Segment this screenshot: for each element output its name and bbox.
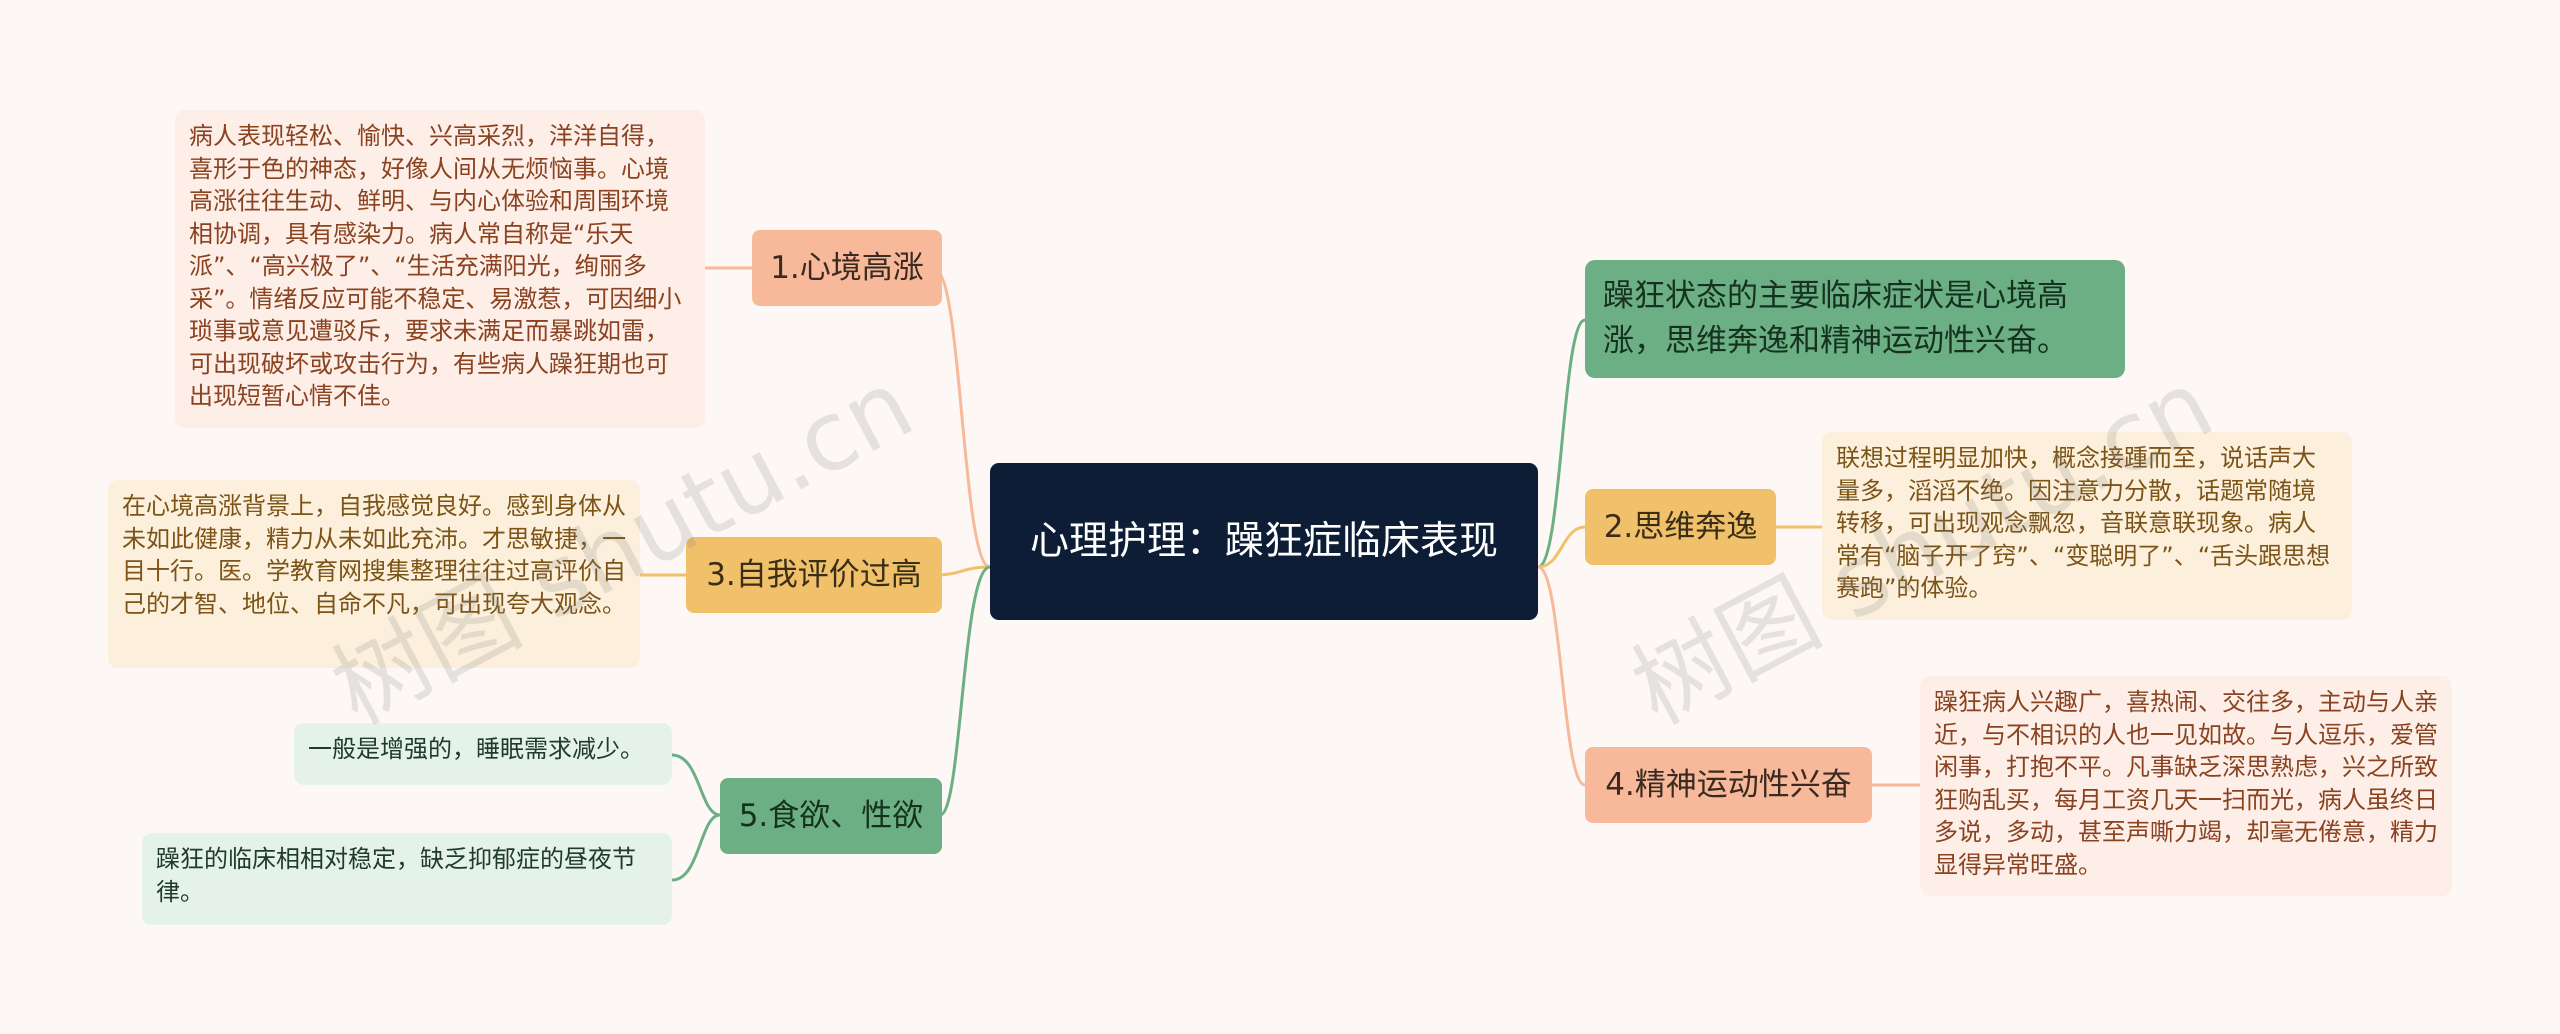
summary-topic[interactable]: 躁狂状态的主要临床症状是心境高涨，思维奔逸和精神运动性兴奋。 bbox=[1585, 260, 2125, 378]
leaf-self-esteem-detail[interactable]: 在心境高涨背景上，自我感觉良好。感到身体从未如此健康，精力从未如此充沛。才思敏捷… bbox=[108, 480, 640, 668]
connector-root-b2 bbox=[1536, 525, 1587, 569]
branch-flight-of-ideas[interactable]: 2.思维奔逸 bbox=[1585, 489, 1776, 565]
branch-psychomotor-excitement[interactable]: 4.精神运动性兴奋 bbox=[1585, 747, 1872, 823]
leaf-appetite-detail-1[interactable]: 一般是增强的，睡眠需求减少。 bbox=[294, 723, 672, 785]
connector-b5-leaf1 bbox=[670, 753, 722, 817]
connector-root-b1 bbox=[934, 268, 992, 569]
leaf-appetite-detail-2[interactable]: 躁狂的临床相相对稳定，缺乏抑郁症的昼夜节律。 bbox=[142, 833, 672, 925]
leaf-flight-of-ideas-detail[interactable]: 联想过程明显加快，概念接踵而至，说话声大量多，滔滔不绝。因注意力分散，话题常随境… bbox=[1822, 432, 2352, 620]
root-topic[interactable]: 心理护理：躁狂症临床表现 bbox=[990, 463, 1538, 620]
branch-mood-elevation[interactable]: 1.心境高涨 bbox=[752, 230, 942, 306]
branch-self-esteem[interactable]: 3.自我评价过高 bbox=[686, 537, 942, 613]
connector-root-b5 bbox=[938, 565, 992, 817]
leaf-mood-elevation-detail[interactable]: 病人表现轻松、愉快、兴高采烈，洋洋自得，喜形于色的神态，好像人间从无烦恼事。心境… bbox=[175, 110, 705, 428]
leaf-psychomotor-excitement-detail[interactable]: 躁狂病人兴趣广，喜热闹、交往多，主动与人亲近，与不相识的人也一见如故。与人逗乐，… bbox=[1920, 676, 2452, 896]
connector-root-summary bbox=[1536, 318, 1587, 569]
connector-b5-leaf2 bbox=[670, 813, 722, 882]
connector-root-b4 bbox=[1536, 565, 1587, 787]
branch-appetite[interactable]: 5.食欲、性欲 bbox=[720, 778, 942, 854]
